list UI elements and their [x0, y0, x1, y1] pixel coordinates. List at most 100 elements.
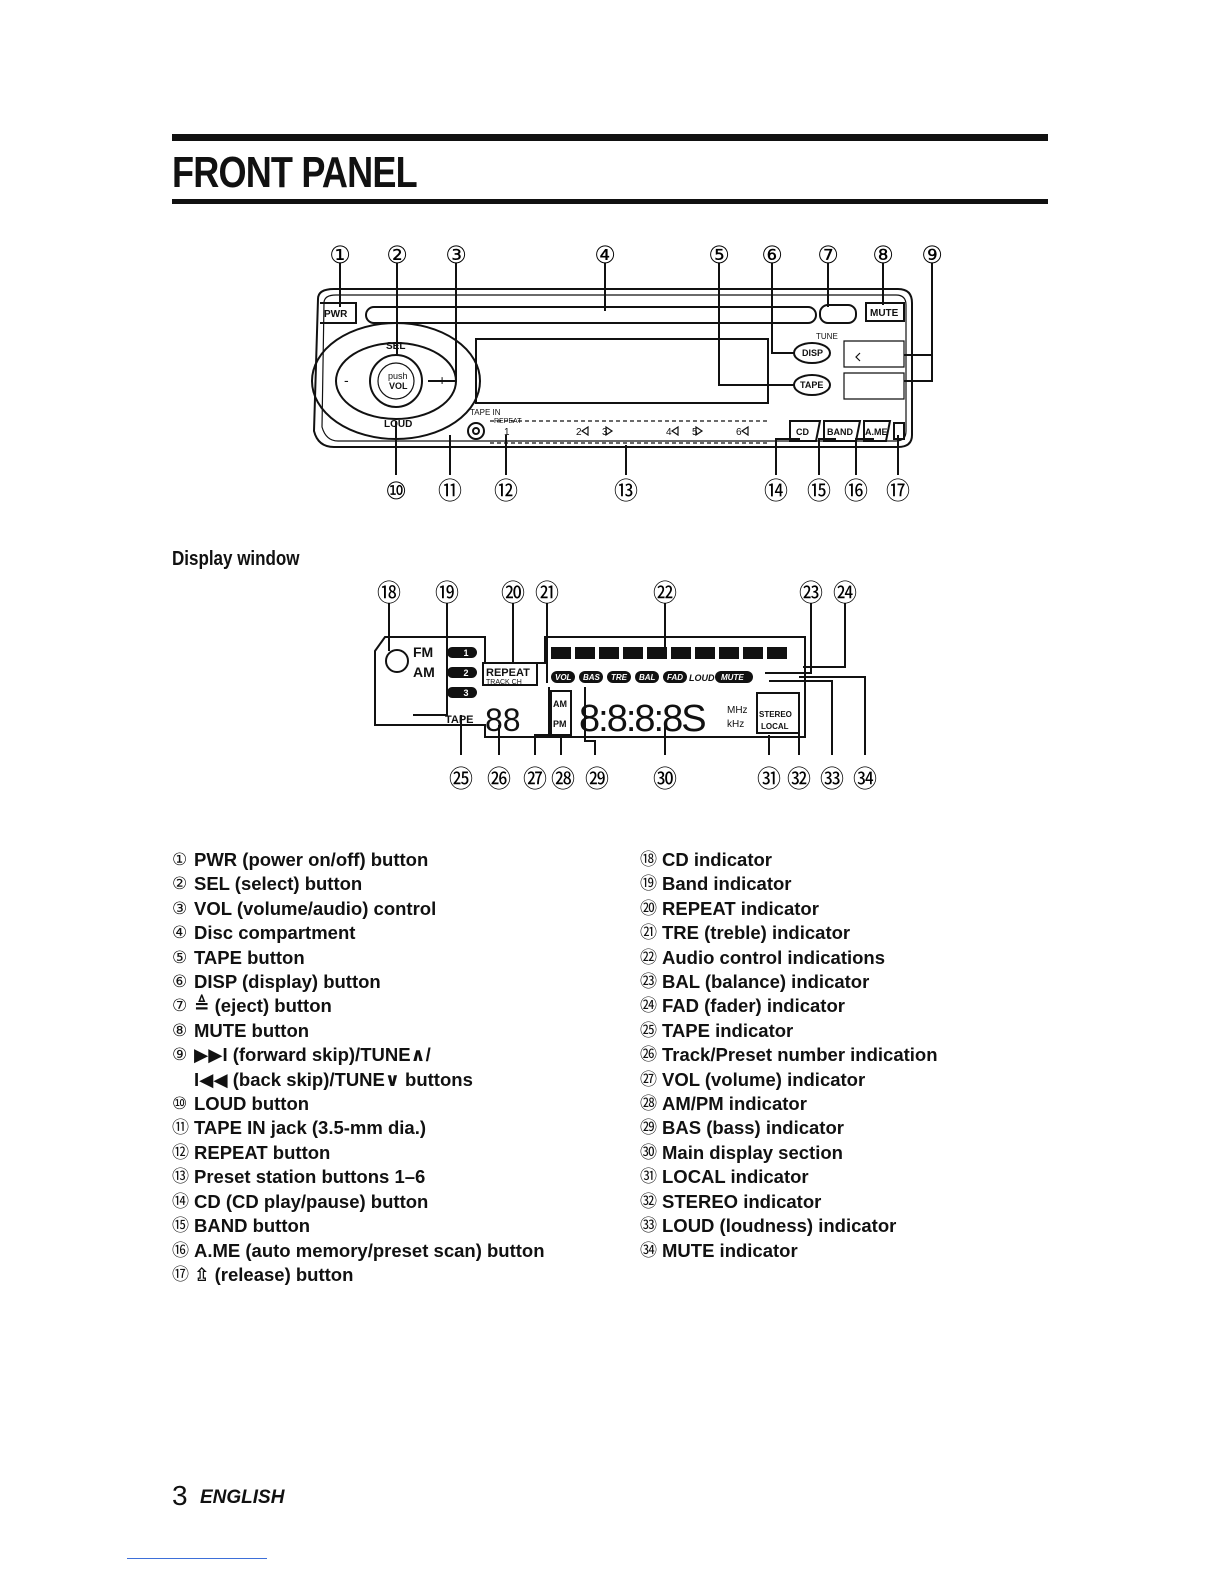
mhz-label: MHz [727, 705, 748, 716]
callout-7: ⑦ [817, 241, 839, 269]
legend-number: ㉔ [640, 996, 657, 1017]
legend-number: ㉛ [640, 1167, 657, 1188]
legend-item: ⑨▶▶I (forward skip)/TUNE∧/ [172, 1043, 545, 1067]
band-3-label: 3 [463, 688, 468, 698]
page-title: FRONT PANEL [172, 148, 418, 197]
legend-number: ⑧ [172, 1020, 188, 1041]
legend-number: ㉑ [640, 923, 657, 944]
callout-27: ㉗ [523, 765, 547, 793]
legend-text: CD indicator [662, 849, 772, 870]
stereo-indicator-label: STEREO [759, 710, 792, 719]
tre-indicator-label: TRE [611, 673, 628, 682]
callout-1: ① [329, 241, 351, 269]
legend-text: Track/Preset number indication [662, 1044, 938, 1066]
legend-text: Band indicator [662, 873, 792, 895]
display-window-diagram: 1 2 3 VOL BAS TRE BAL FAD MUTE LOUD FM A… [374, 579, 877, 793]
legend-text: TAPE button [194, 946, 305, 968]
push-label: push [388, 371, 408, 381]
band-1-label: 1 [463, 648, 468, 658]
legend-number: ⑮ [172, 1216, 189, 1237]
header-rule-top [172, 134, 1048, 141]
legend-number: ① [172, 850, 188, 870]
callout-18: ⑱ [377, 579, 401, 607]
fm-indicator-label: FM [413, 644, 433, 660]
legend-text: CD (CD play/pause) button [194, 1190, 429, 1212]
legend-number: ⑱ [640, 850, 657, 870]
tape-in-label: TAPE IN [470, 408, 501, 417]
legend-text: FAD (fader) indicator [662, 995, 845, 1017]
callout-11: ⑪ [438, 477, 462, 505]
footer-divider [127, 1558, 267, 1559]
legend-text: VOL (volume) indicator [662, 1068, 866, 1090]
legend-text: REPEAT indicator [662, 897, 819, 919]
bas-indicator-label: BAS [583, 673, 601, 682]
legend-number: ⑦ [172, 996, 188, 1017]
legend-text: MUTE indicator [662, 1239, 798, 1261]
pwr-label: PWR [324, 309, 348, 320]
callout-4: ④ [594, 241, 616, 269]
am-small-label: AM [553, 699, 567, 709]
legend-text: AM/PM indicator [662, 1093, 807, 1115]
preset-3-label: 3 [602, 427, 608, 438]
local-indicator-label: LOCAL [761, 722, 789, 731]
callout-23: ㉓ [799, 579, 823, 607]
sel-label: SEL [386, 341, 405, 352]
legend-item: ⑰⇫ (release) button [172, 1263, 545, 1287]
callout-34: ㉞ [853, 765, 877, 793]
callout-20: ⑳ [501, 579, 525, 607]
legend-number: ⑲ [640, 874, 657, 895]
callout-28: ㉘ [551, 765, 575, 793]
loud-label: LOUD [384, 419, 412, 430]
legend-text: TAPE indicator [662, 1019, 794, 1041]
repeat-indicator-label: REPEAT [486, 667, 530, 679]
callout-14: ⑭ [764, 477, 788, 505]
callout-9: ⑨ [921, 241, 943, 269]
display-window-caption: Display window [172, 548, 300, 570]
legend-number: ⑩ [172, 1094, 188, 1115]
legend-text: REPEAT button [194, 1141, 331, 1163]
preset-2-label: 2 [576, 427, 582, 438]
legend-number: ⑬ [172, 1167, 189, 1188]
legend-number: ㉚ [640, 1142, 657, 1163]
legend-text: SEL (select) button [194, 873, 363, 895]
legend-number: ㉗ [640, 1069, 657, 1090]
legend-number: ⑭ [172, 1191, 189, 1212]
callout-6: ⑥ [761, 241, 783, 269]
legend-text: Audio control indications [662, 946, 886, 968]
callout-8: ⑧ [872, 241, 894, 269]
legend-text: TRE (treble) indicator [662, 922, 851, 944]
legend-number: ⑰ [172, 1264, 189, 1285]
legend-item: ⑦≜ (eject) button [172, 994, 545, 1018]
tape-indicator-label: TAPE [445, 714, 474, 726]
front-panel-diagram: ① ② ③ ④ ⑤ ⑥ ⑦ ⑧ ⑨ ⑩ ⑪ ⑫ ⑬ ⑭ ⑮ ⑯ ⑰ PWR SE… [311, 241, 943, 505]
legend-number: ㉘ [640, 1094, 657, 1115]
legend-text: I◀◀ (back skip)/TUNE∨ buttons [194, 1068, 473, 1090]
legend-number: ㉝ [640, 1216, 657, 1237]
callout-5: ⑤ [708, 241, 730, 269]
main-digits: 8:8:8:8S [579, 698, 705, 740]
minus-label: - [344, 372, 349, 388]
legend-number: ⑳ [640, 898, 657, 919]
legend-text: A.ME (auto memory/preset scan) button [194, 1239, 545, 1261]
legend-number: ㉒ [640, 947, 657, 968]
callout-17: ⑰ [886, 477, 910, 505]
callout-26: ㉖ [487, 765, 511, 793]
callout-33: ㉝ [820, 765, 844, 793]
disp-label: DISP [802, 348, 823, 358]
khz-label: kHz [727, 719, 744, 730]
legend-text: Preset station buttons 1–6 [194, 1166, 426, 1188]
legend-number: ③ [172, 898, 188, 919]
